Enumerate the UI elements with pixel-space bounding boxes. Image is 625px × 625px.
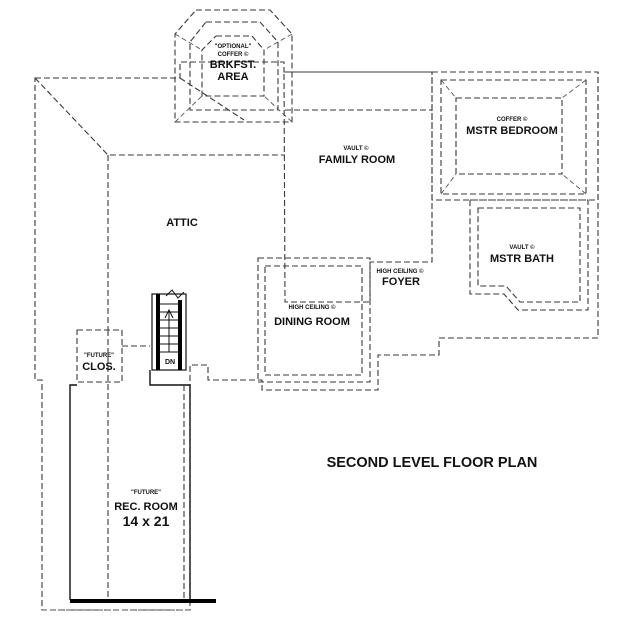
breakfast-note: "OPTIONAL": [215, 44, 252, 50]
breakfast-label-1: BRKFST.: [210, 59, 256, 71]
foyer-note: HIGH CEILING ©: [376, 268, 424, 275]
foyer-label: FOYER: [382, 276, 420, 288]
master-bedroom-note: COFFER ©: [497, 116, 528, 123]
attic-hip-line: [179, 77, 245, 121]
master-bath-outline: [469, 199, 589, 311]
family-room-outline: [283, 71, 433, 303]
dining-room-outline: [257, 257, 371, 383]
closet-label: CLOS.: [82, 361, 116, 373]
master-bedroom-label: MSTR BEDROOM: [466, 125, 558, 137]
rec-room-size: 14 x 21: [123, 513, 170, 529]
breakfast-label-2: AREA: [217, 71, 248, 83]
rec-room-note: "FUTURE": [131, 490, 161, 496]
master-bath-label: MSTR BATH: [490, 253, 554, 265]
family-room-note: VAULT ©: [343, 145, 369, 152]
outer-roof-outline: [34, 61, 599, 611]
master-bath-note: VAULT ©: [509, 244, 535, 251]
dining-room-note: HIGH CEILING ©: [288, 304, 336, 311]
attic-label: ATTIC: [166, 217, 198, 229]
attic-valley-line: [34, 77, 285, 156]
breakfast-area-bay: [174, 9, 293, 123]
family-room-label: FAMILY ROOM: [319, 154, 395, 166]
future-closet-outline: [76, 329, 150, 383]
master-bedroom-outline: [431, 71, 599, 201]
dining-room-label: DINING ROOM: [274, 316, 350, 328]
rec-room-walls: [69, 330, 191, 600]
closet-note: "FUTURE": [84, 353, 114, 359]
floor-plan-title: SECOND LEVEL FLOOR PLAN: [327, 455, 538, 471]
breakfast-note-2: COFFER ©: [218, 51, 249, 58]
stair: [151, 289, 187, 371]
stair-down-label: DN: [165, 359, 175, 366]
rec-room-label: REC. ROOM: [114, 501, 178, 513]
